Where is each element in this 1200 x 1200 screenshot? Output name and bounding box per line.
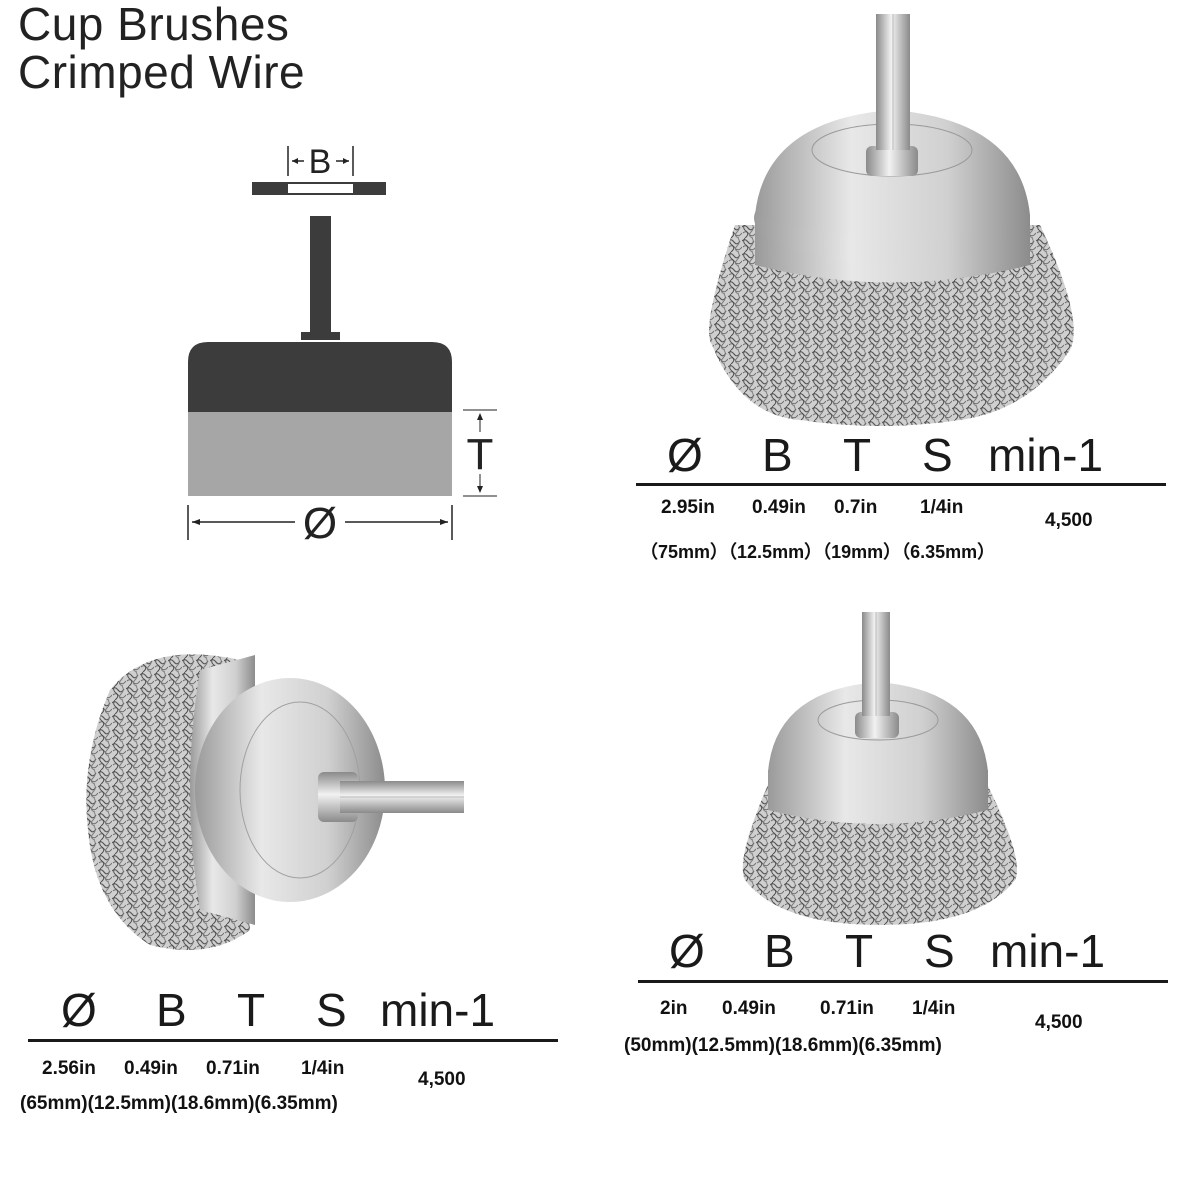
value-s-in: 1/4in — [920, 497, 964, 518]
value-metric-line: （75mm）（12.5mm）（19mm）（6.35mm） — [640, 542, 996, 562]
value-b-in: 0.49in — [124, 1058, 178, 1079]
value-diameter-in: 2.56in — [42, 1058, 96, 1079]
value-rpm: 4,500 — [1045, 510, 1093, 531]
header-b: B — [762, 429, 793, 481]
diameter-dimension-label: Ø — [303, 499, 337, 548]
title-line-2: Crimped Wire — [18, 46, 306, 98]
header-b: B — [156, 984, 187, 1036]
header-t: T — [237, 984, 266, 1036]
value-metric-line: (65mm)(12.5mm)(18.6mm)(6.35mm) — [20, 1093, 338, 1114]
value-rpm: 4,500 — [1035, 1012, 1083, 1033]
header-diameter: Ø — [669, 925, 705, 977]
header-rpm: min-1 — [380, 984, 496, 1036]
header-t: T — [843, 429, 872, 481]
header-b: B — [764, 925, 795, 977]
value-t-in: 0.71in — [820, 998, 874, 1019]
b-dimension-label: B — [309, 143, 332, 181]
header-rule — [636, 483, 1166, 486]
header-rpm: min-1 — [988, 429, 1104, 481]
value-t-in: 0.7in — [834, 497, 878, 518]
value-t-in: 0.71in — [206, 1058, 260, 1079]
header-rule — [638, 980, 1168, 983]
title-line-1: Cup Brushes — [18, 0, 290, 50]
value-b-in: 0.49in — [722, 998, 776, 1019]
header-rule — [28, 1039, 558, 1042]
header-t: T — [845, 925, 874, 977]
value-s-in: 1/4in — [912, 998, 956, 1019]
header-diameter: Ø — [667, 429, 703, 481]
value-b-in: 0.49in — [752, 497, 806, 518]
value-metric-line: (50mm)(12.5mm)(18.6mm)(6.35mm) — [624, 1035, 942, 1056]
header-diameter: Ø — [61, 984, 97, 1036]
page-title: Cup Brushes Crimped Wire — [18, 0, 305, 96]
value-diameter-in: 2.95in — [661, 497, 715, 518]
header-rpm: min-1 — [990, 925, 1106, 977]
value-diameter-in: 2in — [660, 998, 688, 1019]
header-s: S — [316, 984, 347, 1036]
header-s: S — [922, 429, 953, 481]
header-s: S — [924, 925, 955, 977]
value-s-in: 1/4in — [301, 1058, 345, 1079]
value-rpm: 4,500 — [418, 1069, 466, 1090]
t-dimension-label: T — [467, 430, 494, 479]
